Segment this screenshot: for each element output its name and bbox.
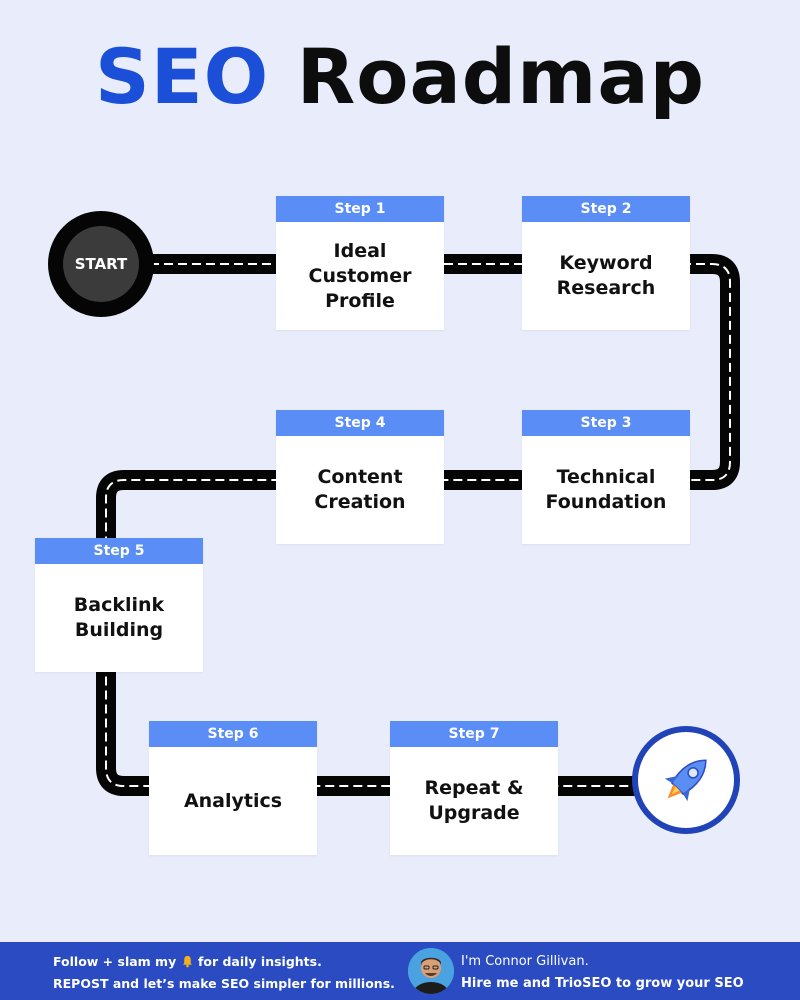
bell-icon xyxy=(182,955,192,968)
start-node: START xyxy=(48,211,154,317)
step-title: Backlink Building xyxy=(73,594,165,641)
title-accent: SEO xyxy=(94,32,270,121)
footer-right-text: I'm Connor Gillivan. Hire me and TrioSEO… xyxy=(461,951,744,995)
rocket-icon xyxy=(664,759,707,802)
step-card-5: Step 5 Backlink Building xyxy=(35,538,203,672)
step-card-1: Step 1 Ideal Customer Profile xyxy=(276,196,444,330)
step-title: Content Creation xyxy=(314,466,406,513)
step-title: Technical Foundation xyxy=(545,466,667,513)
step-title: Repeat & Upgrade xyxy=(424,777,524,824)
footer-line-1: Follow + slam my for daily insights. xyxy=(53,954,322,969)
title-rest: Roadmap xyxy=(296,32,706,121)
footer-cta: Hire me and TrioSEO to grow your SEO xyxy=(461,976,744,991)
footer-line-2: REPOST and let’s make SEO simpler for mi… xyxy=(53,976,395,991)
page-title: SEO Roadmap xyxy=(0,22,800,132)
step-card-7: Step 7 Repeat & Upgrade xyxy=(390,721,558,855)
step-title: Analytics xyxy=(183,789,283,812)
start-label: START xyxy=(63,226,139,302)
step-title: Keyword Research xyxy=(556,252,656,299)
step-card-4: Step 4 Content Creation xyxy=(276,410,444,544)
step-label: Step 4 xyxy=(276,410,444,436)
step-label: Step 5 xyxy=(35,538,203,564)
step-title: Ideal Customer Profile xyxy=(308,239,412,312)
footer-intro: I'm Connor Gillivan. xyxy=(461,954,589,969)
step-label: Step 3 xyxy=(522,410,690,436)
step-label: Step 1 xyxy=(276,196,444,222)
finish-node xyxy=(632,726,740,834)
step-label: Step 6 xyxy=(149,721,317,747)
step-card-3: Step 3 Technical Foundation xyxy=(522,410,690,544)
footer-banner: Follow + slam my for daily insights. REP… xyxy=(0,942,800,1000)
step-card-6: Step 6 Analytics xyxy=(149,721,317,855)
footer-left-text: Follow + slam my for daily insights. REP… xyxy=(53,951,395,995)
avatar xyxy=(408,948,454,994)
step-label: Step 2 xyxy=(522,196,690,222)
step-card-2: Step 2 Keyword Research xyxy=(522,196,690,330)
step-label: Step 7 xyxy=(390,721,558,747)
